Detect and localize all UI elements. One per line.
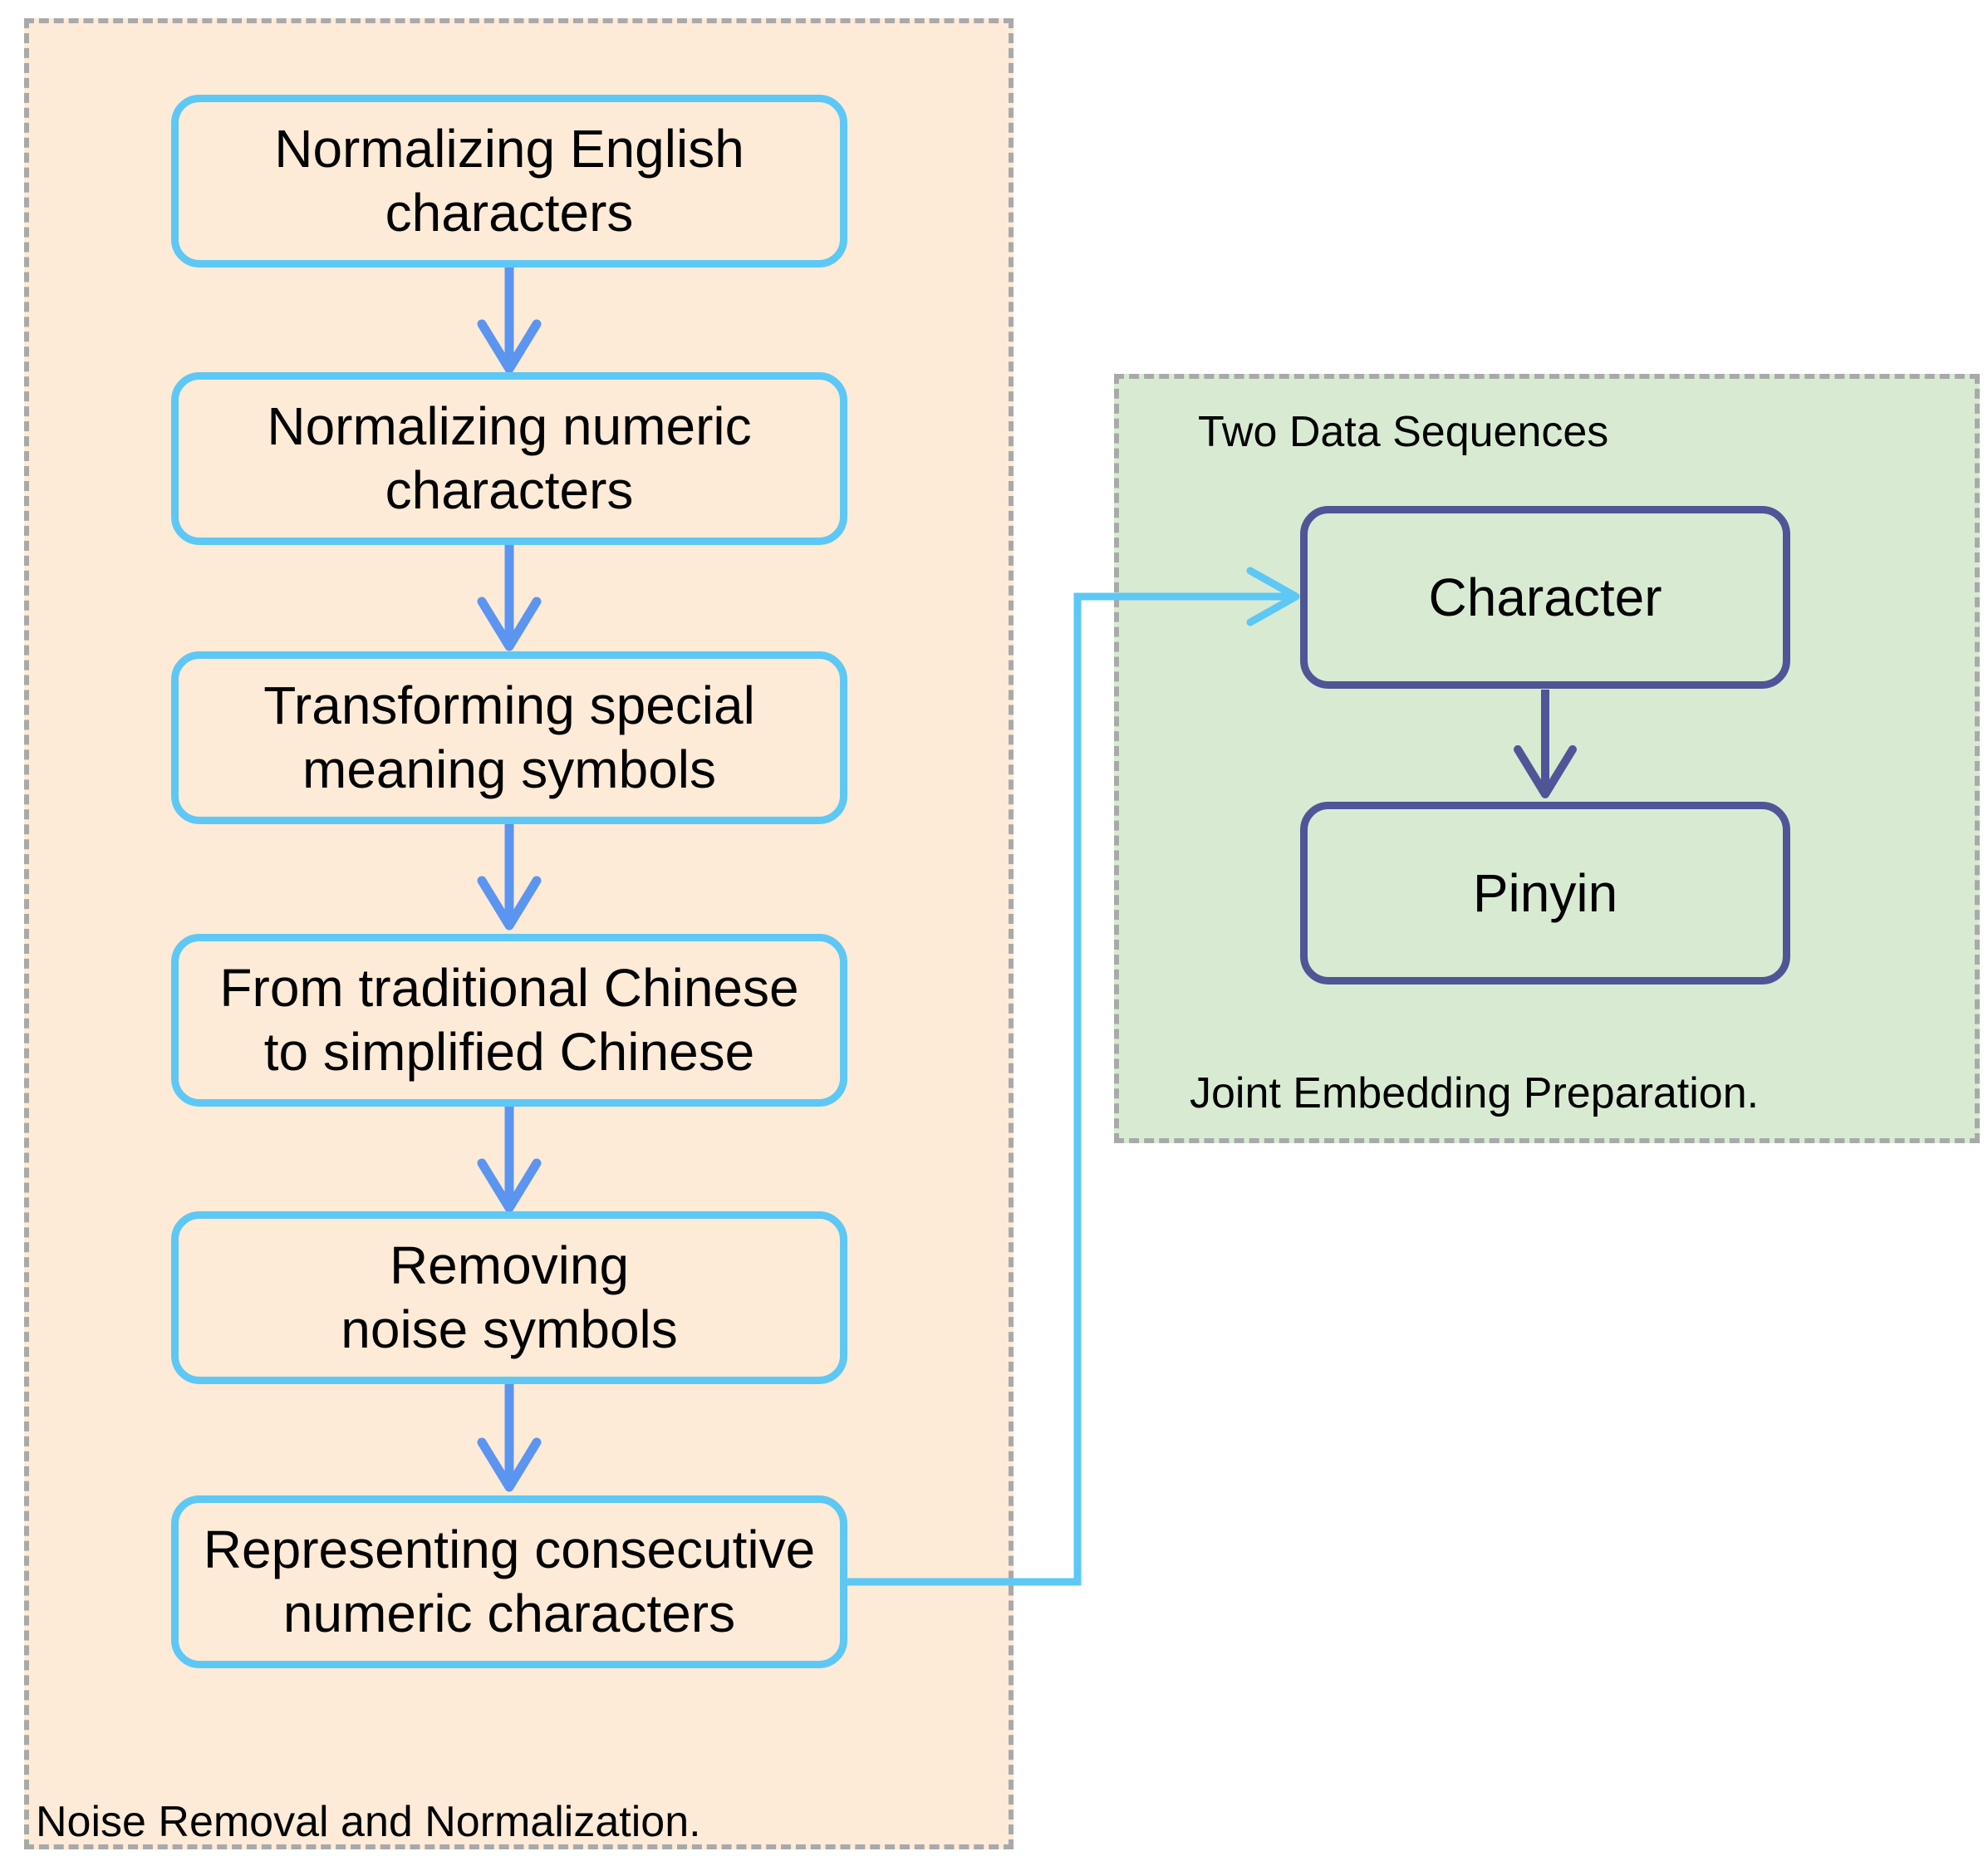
step-label: Transforming special meaning symbols	[263, 675, 755, 799]
step-label: Normalizing English characters	[274, 119, 744, 243]
sequence-label: Character	[1428, 567, 1662, 627]
sequence-box-character: Character	[1300, 506, 1790, 689]
step-box-representing-numeric: Representing consecutive numeric charact…	[171, 1495, 847, 1668]
joint-embedding-panel-label: Joint Embedding Preparation.	[1190, 1069, 1760, 1117]
sequence-label: Pinyin	[1472, 862, 1618, 923]
two-data-sequences-title: Two Data Sequences	[1198, 408, 1609, 456]
sequence-box-pinyin: Pinyin	[1300, 802, 1790, 985]
step-label: From traditional Chinese to simplified C…	[219, 958, 799, 1082]
noise-removal-panel-label: Noise Removal and Normalization.	[36, 1798, 701, 1846]
step-label: Removing noise symbols	[341, 1235, 678, 1359]
step-box-normalizing-numeric: Normalizing numeric characters	[171, 372, 847, 545]
step-box-traditional-to-simplified: From traditional Chinese to simplified C…	[171, 934, 847, 1107]
joint-embedding-panel: Two Data Sequences Joint Embedding Prepa…	[1114, 374, 1980, 1143]
step-label: Representing consecutive numeric charact…	[203, 1520, 816, 1643]
step-box-transforming-symbols: Transforming special meaning symbols	[171, 651, 847, 824]
step-label: Normalizing numeric characters	[267, 396, 752, 520]
step-box-removing-noise: Removing noise symbols	[171, 1211, 847, 1384]
step-box-normalizing-english: Normalizing English characters	[171, 95, 847, 268]
